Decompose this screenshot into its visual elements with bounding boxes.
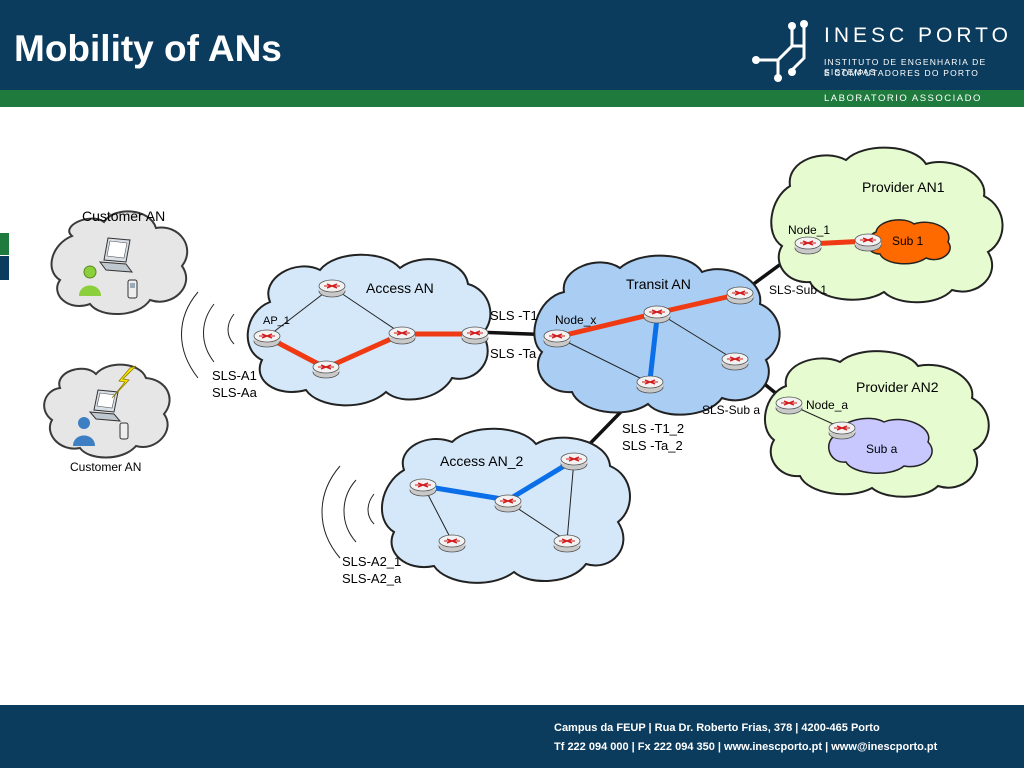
inesc-logo: INESC PORTO INSTITUTO DE ENGENHARIA DE S…: [752, 18, 1012, 88]
footer-bar: Campus da FEUP | Rua Dr. Roberto Frias, …: [0, 705, 1024, 768]
user-icon: [73, 417, 95, 446]
lab-label: LABORATORIO ASSOCIADO: [824, 93, 982, 104]
sls-a1-label: SLS-A1: [212, 368, 257, 383]
wireless-signal-icon: [321, 465, 375, 559]
sls-aa-label: SLS-Aa: [212, 385, 258, 400]
sls-a2-1-label: SLS-A2_1: [342, 554, 401, 569]
sls-sub1-label: SLS-Sub 1: [769, 283, 827, 297]
logo-name: INESC PORTO: [824, 24, 1012, 47]
node-x-label: Node_x: [555, 313, 596, 327]
lightning-icon: [111, 365, 137, 399]
network-diagram: Customer AN Customer AN: [43, 146, 1004, 586]
wireless-signal-icon: [181, 291, 235, 379]
router-node-a: [775, 396, 803, 415]
sls-t1-2-label: SLS -T1_2: [622, 421, 684, 436]
router: [438, 534, 466, 553]
sub-a-label: Sub a: [866, 442, 898, 456]
customer-an-bottom-label: Customer AN: [70, 460, 141, 474]
phone-icon: [127, 279, 138, 299]
left-marker-blue: [0, 256, 9, 280]
logo-circuit-icon: [752, 20, 808, 82]
transit-an-label: Transit AN: [626, 276, 691, 292]
router: [643, 305, 671, 324]
header-bar: [0, 0, 1024, 90]
router: [494, 494, 522, 513]
ap-1-label: AP_1: [263, 315, 290, 327]
router: [828, 421, 856, 440]
sub-1-label: Sub 1: [892, 234, 924, 248]
laptop-icon: [88, 389, 122, 422]
sub-1-cloud: Sub 1: [866, 219, 951, 265]
node-a-label: Node_a: [806, 398, 848, 412]
customer-an-top-label: Customer AN: [82, 208, 165, 224]
router: [409, 478, 437, 497]
customer-an-top: Customer AN: [50, 208, 189, 316]
router: [553, 534, 581, 553]
router: [318, 279, 346, 298]
router: [636, 375, 664, 394]
laptop-icon: [98, 237, 134, 273]
logo-subtitle-1: INSTITUTO DE ENGENHARIA DE SISTEMAS: [824, 57, 987, 77]
phone-icon: [119, 422, 129, 440]
node-1-label: Node_1: [788, 223, 830, 237]
sls-t1-label: SLS -T1: [490, 308, 538, 323]
router: [726, 286, 754, 305]
footer-contacts: Tf 222 094 000 | Fx 222 094 350 | www.in…: [554, 741, 938, 753]
provider-an1-label: Provider AN1: [862, 179, 945, 195]
access-an-cloud: Access AN: [246, 253, 492, 407]
router: [312, 360, 340, 379]
router-node-x: [543, 329, 571, 348]
router: [388, 326, 416, 345]
footer-address: Campus da FEUP | Rua Dr. Roberto Frias, …: [554, 722, 880, 734]
router: [721, 352, 749, 371]
sls-a2-a-label: SLS-A2_a: [342, 571, 402, 586]
router-ap-1: [253, 329, 281, 348]
sls-suba-label: SLS-Sub a: [702, 403, 760, 417]
provider-an2-label: Provider AN2: [856, 379, 939, 395]
page-title: Mobility of ANs: [14, 28, 282, 69]
sls-ta-2-label: SLS -Ta_2: [622, 438, 683, 453]
router: [854, 233, 882, 252]
green-band: [0, 90, 1024, 107]
router: [560, 452, 588, 471]
sls-ta-label: SLS -Ta: [490, 346, 537, 361]
left-marker-green: [0, 233, 9, 255]
user-icon: [79, 265, 101, 296]
router: [461, 326, 489, 345]
customer-an-bottom: Customer AN: [43, 363, 171, 474]
logo-subtitle-2: E COMPUTADORES DO PORTO: [824, 68, 980, 78]
access-an-label: Access AN: [366, 280, 434, 296]
router-node-1: [794, 236, 822, 255]
access-an-2-label: Access AN_2: [440, 453, 523, 469]
